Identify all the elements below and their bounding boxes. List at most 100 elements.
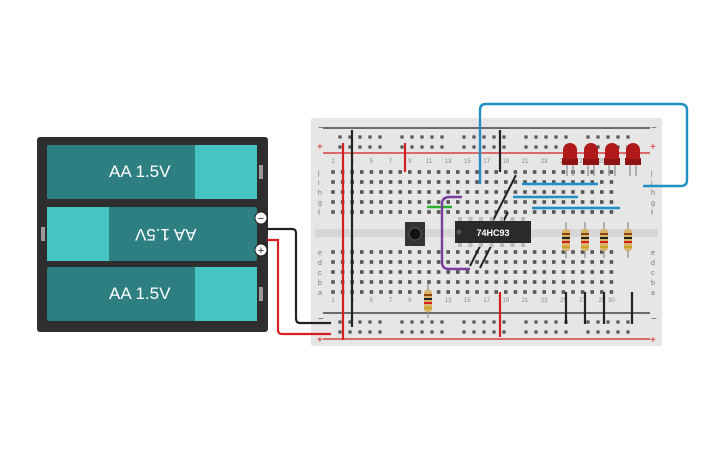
rail-hole[interactable]: [534, 330, 538, 334]
breadboard-hole[interactable]: [494, 270, 498, 274]
breadboard-hole[interactable]: [494, 290, 498, 294]
breadboard-hole[interactable]: [379, 260, 383, 264]
breadboard-hole[interactable]: [369, 180, 374, 184]
breadboard-hole[interactable]: [331, 260, 335, 264]
breadboard-hole[interactable]: [465, 170, 470, 174]
breadboard-hole[interactable]: [513, 260, 518, 264]
breadboard-hole[interactable]: [552, 250, 556, 254]
breadboard-hole[interactable]: [532, 190, 537, 194]
breadboard-hole[interactable]: [331, 250, 335, 254]
breadboard-hole[interactable]: [456, 290, 460, 294]
rail-hole[interactable]: [410, 135, 414, 139]
battery-positive-terminal[interactable]: [254, 243, 268, 257]
breadboard-hole[interactable]: [398, 280, 402, 284]
breadboard-hole[interactable]: [552, 290, 556, 294]
breadboard-hole[interactable]: [532, 280, 537, 284]
resistor-group[interactable]: [424, 222, 632, 318]
breadboard-hole[interactable]: [580, 210, 585, 214]
battery-negative-terminal[interactable]: [254, 211, 268, 225]
rail-hole[interactable]: [544, 145, 548, 149]
rail-hole[interactable]: [368, 135, 372, 139]
breadboard-hole[interactable]: [465, 290, 470, 294]
breadboard-hole[interactable]: [552, 190, 556, 194]
breadboard-hole[interactable]: [542, 190, 546, 194]
breadboard-hole[interactable]: [446, 210, 450, 214]
rail-hole[interactable]: [616, 320, 620, 324]
rail-hole[interactable]: [378, 330, 382, 334]
breadboard-hole[interactable]: [408, 270, 412, 274]
breadboard-hole[interactable]: [580, 180, 585, 184]
breadboard-hole[interactable]: [475, 180, 479, 184]
breadboard-hole[interactable]: [379, 200, 383, 204]
rail-hole[interactable]: [492, 135, 496, 139]
breadboard-hole[interactable]: [484, 180, 489, 184]
breadboard-hole[interactable]: [360, 280, 364, 284]
breadboard-hole[interactable]: [504, 180, 508, 184]
breadboard-hole[interactable]: [561, 280, 566, 284]
breadboard-hole[interactable]: [436, 200, 441, 204]
breadboard-hole[interactable]: [590, 210, 594, 214]
breadboard-hole[interactable]: [475, 170, 479, 174]
breadboard-hole[interactable]: [504, 200, 508, 204]
breadboard-hole[interactable]: [494, 170, 498, 174]
breadboard-hole[interactable]: [523, 260, 527, 264]
breadboard-hole[interactable]: [523, 180, 527, 184]
breadboard-hole[interactable]: [532, 180, 537, 184]
rail-hole[interactable]: [482, 145, 486, 149]
rail-hole[interactable]: [534, 320, 538, 324]
rail-hole[interactable]: [524, 135, 528, 139]
breadboard-hole[interactable]: [408, 250, 412, 254]
breadboard-hole[interactable]: [379, 210, 383, 214]
breadboard-hole[interactable]: [504, 250, 508, 254]
rail-hole[interactable]: [534, 145, 538, 149]
rail-hole[interactable]: [430, 320, 434, 324]
rail-hole[interactable]: [472, 135, 476, 139]
breadboard-hole[interactable]: [388, 250, 393, 254]
breadboard-hole[interactable]: [542, 180, 546, 184]
breadboard-hole[interactable]: [408, 210, 412, 214]
breadboard-hole[interactable]: [475, 190, 479, 194]
breadboard-hole[interactable]: [436, 170, 441, 174]
breadboard-hole[interactable]: [436, 210, 441, 214]
rail-hole[interactable]: [472, 330, 476, 334]
breadboard-hole[interactable]: [580, 290, 585, 294]
rail-hole[interactable]: [482, 320, 486, 324]
breadboard-hole[interactable]: [600, 290, 604, 294]
breadboard-hole[interactable]: [398, 250, 402, 254]
breadboard-hole[interactable]: [513, 280, 518, 284]
rail-hole[interactable]: [616, 330, 620, 334]
rail-hole[interactable]: [482, 135, 486, 139]
breadboard-hole[interactable]: [408, 260, 412, 264]
breadboard-hole[interactable]: [379, 280, 383, 284]
breadboard-hole[interactable]: [552, 170, 556, 174]
breadboard-hole[interactable]: [552, 270, 556, 274]
breadboard-hole[interactable]: [484, 200, 489, 204]
breadboard-hole[interactable]: [513, 190, 518, 194]
breadboard-hole[interactable]: [446, 280, 450, 284]
led-red[interactable]: [563, 143, 577, 159]
breadboard-hole[interactable]: [417, 200, 422, 204]
breadboard-hole[interactable]: [590, 290, 594, 294]
breadboard-hole[interactable]: [523, 170, 527, 174]
rail-hole[interactable]: [524, 320, 528, 324]
breadboard-hole[interactable]: [427, 210, 431, 214]
breadboard-hole[interactable]: [609, 210, 614, 214]
breadboard-hole[interactable]: [600, 170, 604, 174]
rail-hole[interactable]: [596, 145, 600, 149]
rail-hole[interactable]: [524, 330, 528, 334]
rail-hole[interactable]: [420, 145, 424, 149]
breadboard-hole[interactable]: [465, 260, 470, 264]
breadboard-hole[interactable]: [369, 190, 374, 194]
breadboard-hole[interactable]: [408, 200, 412, 204]
breadboard-hole[interactable]: [532, 290, 537, 294]
battery-pack[interactable]: AA 1.5V AA 1.5V AA 1.5V: [37, 137, 268, 332]
breadboard-hole[interactable]: [504, 210, 508, 214]
rail-hole[interactable]: [554, 320, 558, 324]
breadboard-hole[interactable]: [590, 260, 594, 264]
breadboard-hole[interactable]: [465, 200, 470, 204]
breadboard-hole[interactable]: [494, 200, 498, 204]
breadboard-hole[interactable]: [513, 290, 518, 294]
breadboard-hole[interactable]: [590, 250, 594, 254]
rail-hole[interactable]: [462, 135, 466, 139]
breadboard-hole[interactable]: [600, 280, 604, 284]
